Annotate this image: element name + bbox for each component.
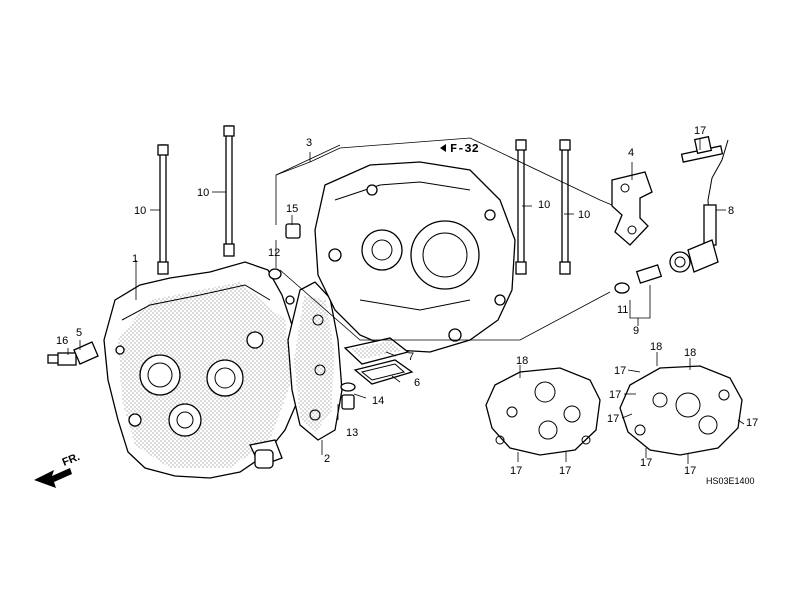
neutral-switch-cable bbox=[669, 139, 729, 273]
callout-10-d: 10 bbox=[578, 209, 590, 221]
crankcase-gasket bbox=[287, 281, 343, 441]
callout-10-c: 10 bbox=[538, 199, 550, 211]
left-crankcase bbox=[314, 161, 516, 353]
front-arrow-icon bbox=[34, 468, 72, 488]
oil-strainer bbox=[343, 337, 410, 365]
callout-17-a: 17 bbox=[694, 125, 706, 137]
oil-seal-12 bbox=[268, 268, 282, 280]
callout-7: 7 bbox=[408, 351, 414, 363]
callout-18-c: 18 bbox=[684, 347, 696, 359]
bracket bbox=[611, 171, 653, 246]
callout-6: 6 bbox=[414, 377, 420, 389]
neutral-switch bbox=[614, 264, 663, 294]
drain-plug-13 bbox=[341, 394, 355, 410]
callout-3: 3 bbox=[306, 137, 312, 149]
callout-17-i: 17 bbox=[746, 417, 758, 429]
left-case-outline bbox=[485, 367, 601, 456]
stud-bolt-right-1 bbox=[515, 139, 527, 275]
callout-10-a: 10 bbox=[134, 205, 146, 217]
callout-17-f: 17 bbox=[607, 413, 619, 425]
callout-14: 14 bbox=[372, 395, 384, 407]
strainer-screen bbox=[353, 359, 414, 385]
callout-10-b: 10 bbox=[197, 187, 209, 199]
callout-9: 9 bbox=[633, 325, 639, 337]
bolt-16 bbox=[47, 352, 77, 366]
callout-13: 13 bbox=[346, 427, 358, 439]
callout-15: 15 bbox=[286, 203, 298, 215]
callout-11: 11 bbox=[617, 304, 628, 316]
reference-label: F-32 bbox=[450, 142, 479, 156]
leader-lines bbox=[67, 137, 745, 464]
callout-18-b: 18 bbox=[650, 341, 662, 353]
callout-1: 1 bbox=[132, 253, 138, 265]
o-ring-14 bbox=[340, 382, 356, 392]
callout-18-a: 18 bbox=[516, 355, 528, 367]
callout-8: 8 bbox=[728, 205, 734, 217]
diagram-code: HS03E1400 bbox=[706, 476, 755, 486]
right-case-outline bbox=[619, 365, 743, 456]
callout-17-e: 17 bbox=[609, 389, 621, 401]
callout-12: 12 bbox=[268, 247, 280, 259]
right-crankcase bbox=[103, 261, 301, 479]
reference-arrow bbox=[440, 144, 446, 152]
callout-17-g: 17 bbox=[640, 457, 652, 469]
callout-2: 2 bbox=[324, 453, 330, 465]
stud-bolt-left-2 bbox=[223, 125, 235, 257]
dowel-pin-15 bbox=[285, 223, 301, 239]
flange-bolt bbox=[680, 135, 724, 163]
callout-17-d: 17 bbox=[614, 365, 626, 377]
callout-16: 16 bbox=[56, 335, 68, 347]
callout-17-c: 17 bbox=[559, 465, 571, 477]
callout-5: 5 bbox=[76, 327, 82, 339]
stud-bolt-right-2 bbox=[559, 139, 571, 275]
callout-4: 4 bbox=[628, 147, 634, 159]
stud-bolt-left-1 bbox=[157, 144, 169, 275]
callout-17-h: 17 bbox=[684, 465, 696, 477]
callout-17-b: 17 bbox=[510, 465, 522, 477]
front-label: FR. bbox=[61, 451, 82, 469]
plate-5 bbox=[73, 341, 99, 365]
